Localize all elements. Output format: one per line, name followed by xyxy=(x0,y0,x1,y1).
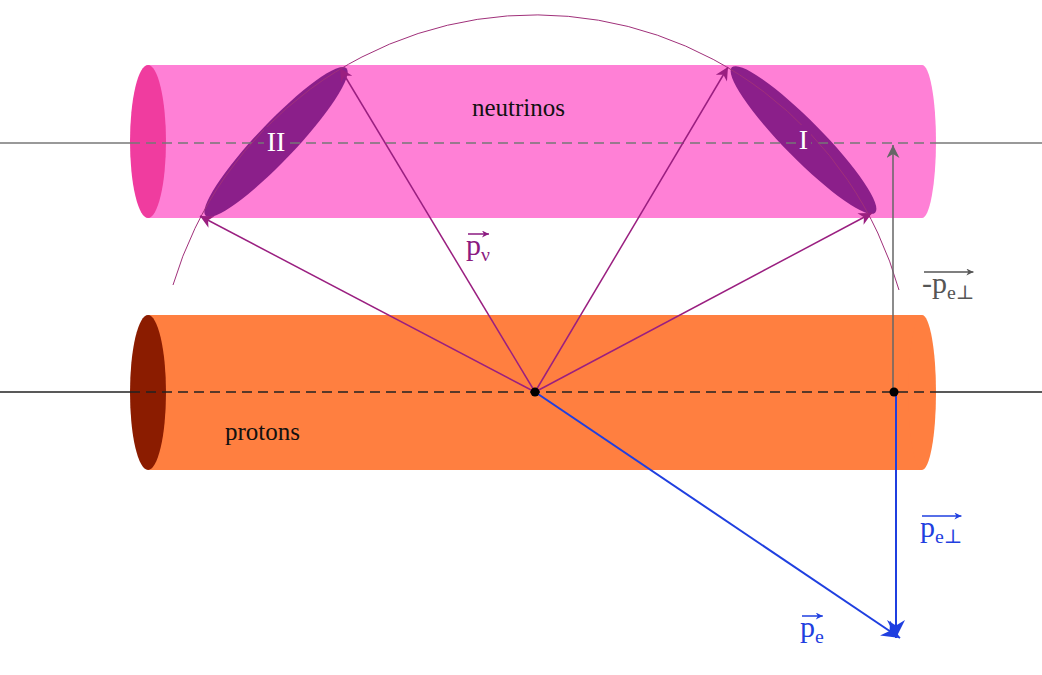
cylinder-body xyxy=(148,65,922,218)
vector-label: -pe⊥ xyxy=(922,268,974,302)
axis-line xyxy=(940,142,1042,144)
axis-line xyxy=(0,391,130,393)
node-label: protons xyxy=(225,419,300,444)
perpendicular-arrow xyxy=(895,392,897,638)
vector-subscript: e⊥ xyxy=(947,281,974,303)
vector-label: pe xyxy=(800,612,824,646)
vector-subscript: e xyxy=(815,625,824,647)
momentum-arrow xyxy=(535,213,872,392)
vector-label: pe⊥ xyxy=(920,512,962,546)
momentum-ellipse: I xyxy=(775,115,832,165)
perpendicular-arrow xyxy=(892,145,894,392)
electron-momentum-arrow xyxy=(535,392,900,638)
momentum-arrow xyxy=(340,68,535,392)
vector-subscript: ν xyxy=(481,243,490,265)
label-holder: pν xyxy=(466,230,490,264)
vector-symbol: p xyxy=(800,610,815,643)
cylinder-cap xyxy=(130,65,166,218)
node-label: I xyxy=(796,125,811,155)
node-label: II xyxy=(264,127,289,157)
momentum-ellipse: II xyxy=(245,117,307,167)
momentum-arc xyxy=(173,15,899,290)
vector-symbol: -p xyxy=(922,266,947,299)
node-label: neutrinos xyxy=(472,95,565,120)
vector-subscript: e⊥ xyxy=(935,525,962,547)
vector-label: pν xyxy=(466,230,490,264)
momentum-arrow xyxy=(535,67,728,392)
vector-symbol: p xyxy=(920,510,935,543)
axis-line xyxy=(0,142,130,144)
vector-symbol: p xyxy=(466,228,481,261)
momentum-ellipse-shape xyxy=(192,55,360,229)
cylinder-end xyxy=(908,65,936,218)
label-holder: -pe⊥ xyxy=(922,268,974,302)
label-holder: pe⊥ xyxy=(920,512,962,546)
label-holder: pe xyxy=(800,612,824,646)
origin-dot xyxy=(531,388,540,397)
origin-dot xyxy=(890,388,899,397)
momentum-ellipse-shape xyxy=(718,54,888,226)
neutrino-beam: neutrinosIII xyxy=(130,65,940,218)
momentum-arrow xyxy=(200,216,535,392)
axis-line xyxy=(940,391,1042,393)
